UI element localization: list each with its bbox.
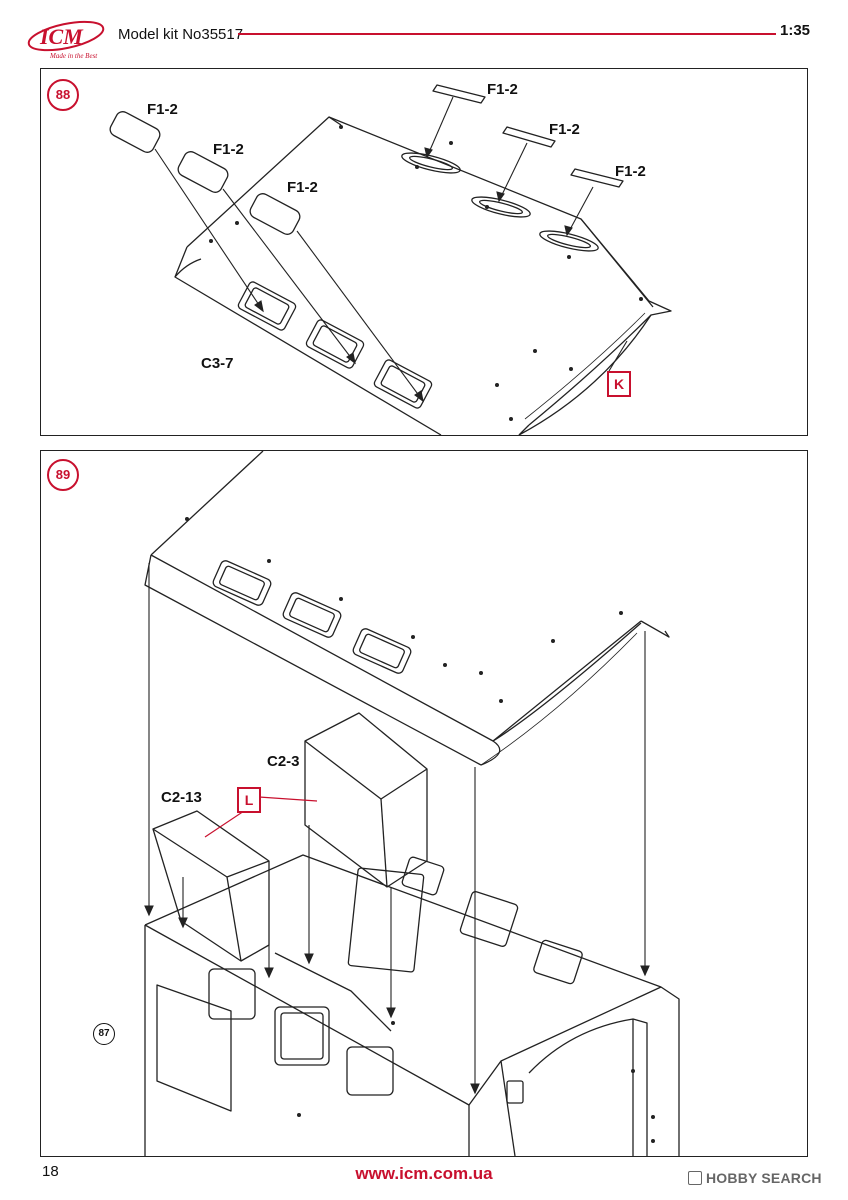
website-link[interactable]: www.icm.com.ua xyxy=(355,1164,493,1183)
marker-k: K xyxy=(607,371,631,397)
roof-vent-slots xyxy=(401,152,599,252)
rivets xyxy=(209,125,643,421)
ref-step-87-badge: 87 xyxy=(93,1023,115,1045)
hobby-search-icon xyxy=(688,1171,702,1185)
step-88-panel: 88 F1-2 F1-2 F1-2 F1-2 F1-2 F1-2 C3-7 K xyxy=(40,68,808,436)
watermark-text: HOBBY SEARCH xyxy=(706,1170,822,1186)
brand-text: ICM xyxy=(39,24,84,49)
cabin-windows xyxy=(208,856,583,1104)
step-89-panel: 89 C2-3 C2-13 L 87 xyxy=(40,450,808,1157)
roof-outline xyxy=(186,116,672,435)
label-c2-3: C2-3 xyxy=(267,753,300,770)
cabin-roof-windows xyxy=(212,560,412,674)
roof-windows xyxy=(237,281,433,409)
label-f1-2-a: F1-2 xyxy=(147,101,178,118)
assembly-arrows xyxy=(154,96,628,403)
label-c3-7: C3-7 xyxy=(201,355,234,372)
label-f1-2-f: F1-2 xyxy=(615,163,646,180)
part-f1-2-strips xyxy=(432,84,624,188)
header-divider xyxy=(238,33,776,35)
label-f1-2-c: F1-2 xyxy=(287,179,318,196)
label-f1-2-b: F1-2 xyxy=(213,141,244,158)
brand-tagline: Made in the Best xyxy=(49,52,98,60)
label-f1-2-d: F1-2 xyxy=(487,81,518,98)
cabin-assembly-drawing xyxy=(144,451,680,1156)
page-header: ICM Made in the Best Model kit No35517 1… xyxy=(0,0,848,60)
roof-top-edge xyxy=(150,451,264,556)
page-number: 18 xyxy=(42,1163,59,1180)
cabin-body xyxy=(144,854,680,1156)
hobby-search-watermark: HOBBY SEARCH xyxy=(688,1170,822,1186)
label-c2-13: C2-13 xyxy=(161,789,202,806)
cabin-rivets xyxy=(185,517,655,1143)
roof-assembly-drawing xyxy=(109,84,672,435)
part-f1-2-pads xyxy=(109,111,301,235)
scale-label: 1:35 xyxy=(780,22,811,39)
step-88-badge: 88 xyxy=(47,79,79,111)
icm-logo: ICM Made in the Best xyxy=(27,20,105,60)
step-89-badge: 89 xyxy=(47,459,79,491)
marker-l-leaders xyxy=(204,796,318,838)
label-f1-2-e: F1-2 xyxy=(549,121,580,138)
marker-l: L xyxy=(237,787,261,813)
cabin-assembly-arrows xyxy=(144,563,650,1095)
model-kit-number: Model kit No35517 xyxy=(118,26,244,43)
